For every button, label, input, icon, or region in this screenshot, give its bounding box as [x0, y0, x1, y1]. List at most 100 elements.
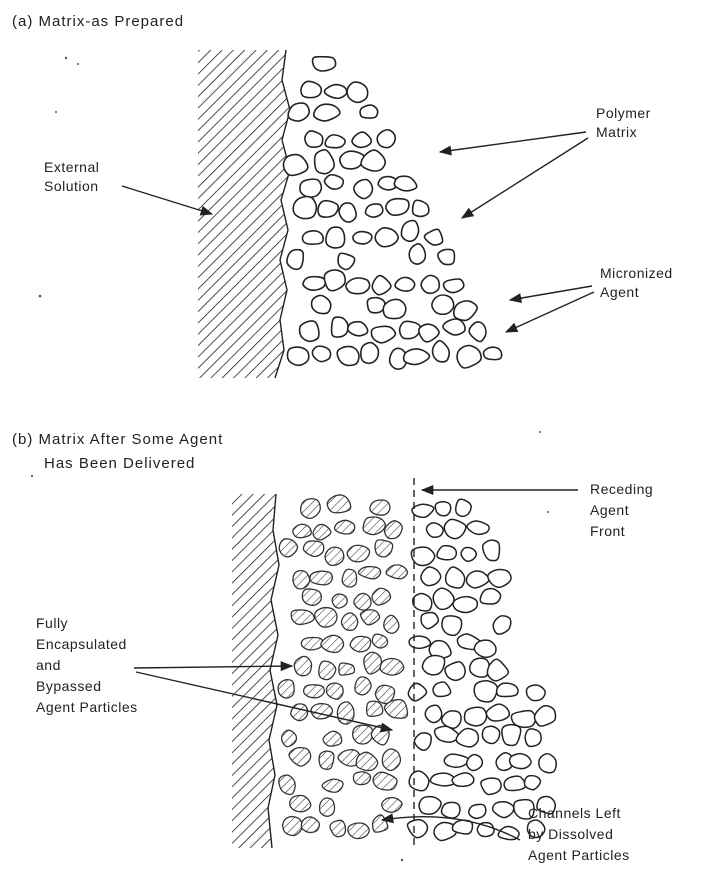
- dissolved-channel: [320, 798, 335, 816]
- dissolved-channel: [386, 565, 407, 579]
- dissolved-channel: [290, 795, 311, 811]
- dissolved-channel: [370, 500, 390, 515]
- dissolved-channel: [373, 815, 388, 832]
- polymer-matrix-arrow-2: [462, 138, 588, 218]
- encapsulated-label-line-5: Agent Particles: [36, 699, 138, 715]
- remaining-agent-particle: [474, 681, 497, 702]
- remaining-agent-particle: [456, 729, 478, 747]
- remaining-agent-particle: [437, 546, 456, 560]
- micronized-agent-particle: [383, 299, 406, 318]
- micronized-agent-particle: [315, 150, 335, 174]
- panel-a: (a) Matrix-as Prepared External Solution…: [12, 13, 677, 378]
- dissolved-channel: [356, 752, 377, 770]
- micronized-agent-particle: [386, 199, 409, 215]
- micronized-agent-particle: [325, 135, 345, 148]
- remaining-agent-particle: [444, 519, 466, 538]
- speck: [77, 63, 79, 65]
- micronized-agent-particle: [303, 277, 325, 290]
- dissolved-channel: [293, 571, 310, 589]
- micronized-agent-particle: [340, 151, 364, 169]
- remaining-agent-particle: [482, 726, 499, 743]
- micronized-agent-label-line-1: Micronized: [600, 265, 673, 281]
- dissolved-channel: [304, 685, 325, 698]
- micronized-agent-particle: [483, 347, 501, 359]
- micronized-agent-particle: [348, 322, 368, 336]
- dissolved-channel: [342, 569, 356, 587]
- micronized-agent-particle: [347, 82, 368, 102]
- micronized-agent-particle: [283, 155, 307, 176]
- dissolved-channel: [301, 499, 321, 519]
- remaining-agent-particle: [414, 733, 431, 750]
- dissolved-channel: [373, 772, 397, 790]
- remaining-agent-particle: [524, 776, 540, 790]
- dissolved-channel: [348, 823, 369, 838]
- panel-b-caption: (b) Matrix After Some Agent Has Been Del…: [12, 431, 228, 472]
- remaining-agent-particle: [539, 754, 556, 773]
- micronized-agent-particle: [360, 105, 378, 118]
- polymer-matrix-label: Polymer Matrix: [596, 105, 655, 140]
- micronized-agent-particle: [318, 201, 338, 217]
- micronized-agent-particle: [353, 232, 372, 244]
- remaining-agent-particle: [453, 597, 477, 613]
- dissolved-channel: [291, 610, 314, 624]
- dissolved-channel: [335, 520, 355, 534]
- remaining-agent-particle: [409, 771, 429, 791]
- panel-b-hatched-solution: [232, 494, 279, 848]
- dissolved-channel: [355, 677, 371, 695]
- remaining-agent-particle: [483, 540, 500, 560]
- remaining-agent-particle: [461, 547, 476, 561]
- remaining-agent-particle: [409, 636, 430, 648]
- dissolved-channel: [382, 749, 400, 770]
- remaining-agent-particle: [452, 820, 472, 834]
- remaining-agent-particle: [502, 725, 521, 746]
- speck: [55, 111, 57, 113]
- micronized-agent-particle: [326, 227, 345, 248]
- external-solution-label: External Solution: [44, 159, 104, 194]
- dissolved-channel: [363, 517, 385, 535]
- dissolved-channel: [302, 589, 321, 605]
- remaining-agent-particle: [467, 755, 483, 771]
- remaining-agent-particle: [427, 523, 444, 537]
- dissolved-channel: [382, 798, 402, 813]
- remaining-agent-particle: [525, 729, 541, 746]
- remaining-agent-particle: [480, 589, 500, 604]
- dissolved-channel: [311, 704, 332, 719]
- micronized-agent-particle: [438, 249, 454, 264]
- dissolved-channel: [301, 637, 322, 649]
- dissolved-channel: [360, 610, 379, 625]
- dissolved-channel: [375, 540, 393, 557]
- remaining-agent-particle: [441, 802, 460, 818]
- remaining-agent-particle: [487, 659, 508, 681]
- dissolved-channel: [372, 588, 390, 605]
- remaining-agent-particle: [412, 504, 434, 517]
- remaining-agent-particle: [433, 588, 454, 609]
- dissolved-channel: [319, 751, 334, 769]
- dissolved-channel: [367, 701, 383, 716]
- encapsulated-label-line-2: Encapsulated: [36, 636, 127, 652]
- micronized-agent-particle: [305, 131, 323, 147]
- micronized-agent-particle: [313, 57, 336, 71]
- micronized-agent-particle: [346, 278, 370, 294]
- remaining-agent-particle: [470, 658, 490, 677]
- dissolved-channel: [319, 661, 336, 680]
- speck: [401, 859, 403, 861]
- micronized-agent-particle: [301, 81, 321, 97]
- micronized-agent-particle: [300, 321, 319, 341]
- remaining-agent-particle: [488, 570, 511, 588]
- dissolved-channel: [332, 594, 347, 608]
- remaining-agent-particle: [493, 802, 514, 818]
- dissolved-channel: [293, 524, 312, 537]
- dissolved-channel: [358, 567, 380, 579]
- remaining-agent-particle: [467, 521, 489, 534]
- micronized-agent-particle: [433, 341, 450, 362]
- dissolved-channel: [301, 817, 319, 833]
- panel-b-caption-line-1: (b) Matrix After Some Agent: [12, 431, 223, 448]
- channels-label: Channels Left by Dissolved Agent Particl…: [528, 805, 630, 863]
- dissolved-channel: [347, 545, 369, 561]
- remaining-agent-particle: [408, 683, 426, 700]
- encapsulated-particles-label: Fully Encapsulated and Bypassed Agent Pa…: [36, 615, 138, 715]
- micronized-agent-particle: [352, 132, 371, 147]
- remaining-agent-particle: [433, 682, 451, 696]
- dissolved-channel: [380, 658, 403, 675]
- remaining-agent-particle: [526, 685, 545, 701]
